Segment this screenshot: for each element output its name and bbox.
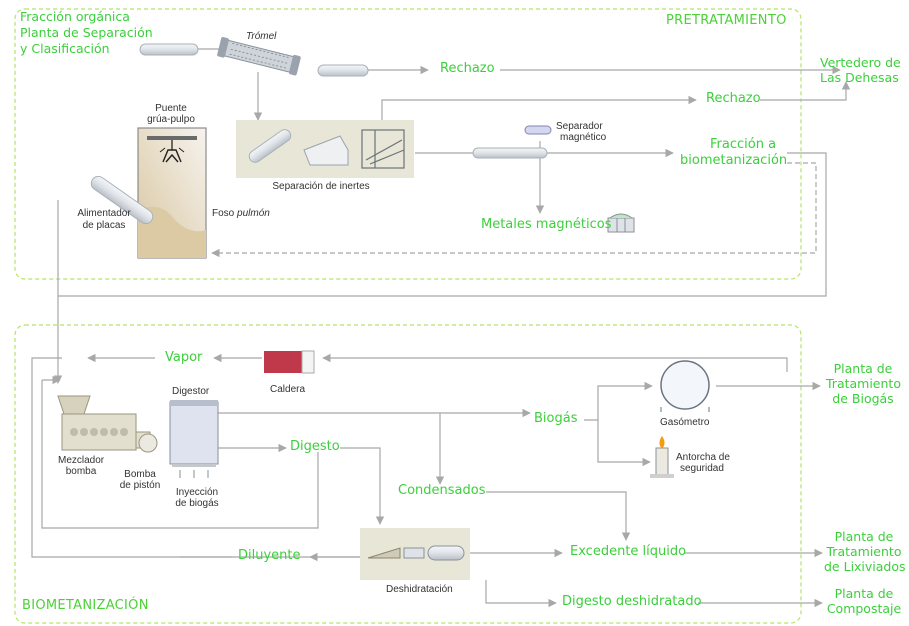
inert-separation-box <box>236 120 414 178</box>
pit-label: Foso pulmón <box>212 208 270 220</box>
buffer-pit <box>137 127 207 259</box>
fraction-label-line1: Fracción a <box>710 137 777 152</box>
gasometer-shape <box>660 360 710 412</box>
biogas-plant-label-line3: de Biogás <box>832 391 894 406</box>
boiler-shape <box>264 350 315 374</box>
trommel-drum <box>139 37 369 77</box>
leachate-plant-label-line1: Planta de <box>834 529 894 544</box>
dewatering-box <box>360 528 470 580</box>
biogas-label: Biogás <box>534 411 578 426</box>
compost-plant-label-line2: Compostaje <box>826 601 902 616</box>
injection-label-line2: de biogás <box>175 498 219 509</box>
crane-label-line1: Puente <box>155 103 187 114</box>
piston-pump-label-line2: de pistón <box>119 480 161 491</box>
magnetic-separator-label-line1: Separador <box>556 121 603 132</box>
metals-container <box>607 213 635 233</box>
magnetic-separator-label-line2: magnético <box>560 132 607 143</box>
fraction-label-line2: biometanización <box>680 153 788 168</box>
mixer-label-line2: bomba <box>65 466 97 477</box>
mixer-pump-shape <box>57 395 158 453</box>
landfill-label-line1: Vertedero de <box>820 55 901 70</box>
diluent-label: Diluyente <box>238 548 301 563</box>
piston-pump-label-line1: Bomba <box>124 469 156 480</box>
landfill-label-line2: Las Dehesas <box>820 70 899 85</box>
magnetic-separator-shape <box>472 125 552 159</box>
feeder-label-line2: de placas <box>82 220 126 231</box>
biomethanization-section-title: BIOMETANIZACIÓN <box>22 598 149 613</box>
pretreatment-frame <box>14 8 802 280</box>
reject-label-2: Rechazo <box>706 91 761 106</box>
reject-label-1: Rechazo <box>440 61 495 76</box>
injection-label-line1: Inyección <box>175 487 219 498</box>
dewatered-digestate-label: Digesto deshidratado <box>562 594 702 609</box>
inert-separation-label: Separación de inertes <box>272 181 370 192</box>
leachate-plant-label-line2: Tratamiento <box>826 544 902 559</box>
digester-label: Digestor <box>172 386 210 397</box>
trommel-label: Trómel <box>246 31 277 42</box>
excess-liquid-label: Excedente líquido <box>570 544 687 559</box>
metals-label: Metales magnéticos <box>481 217 612 232</box>
crane-label-line2: grúa-pulpo <box>147 114 195 125</box>
biogas-plant-label-line1: Planta de <box>833 361 893 376</box>
pretreatment-section-title: PRETRATAMIENTO <box>666 13 787 28</box>
feeder-label-line1: Alimentador <box>77 208 131 219</box>
biogas-plant-label-line2: Tratamiento <box>826 376 901 391</box>
dewatering-label: Deshidratación <box>386 584 453 595</box>
torch-label-line2: seguridad <box>680 463 724 474</box>
pit-label-italic: pulmón <box>237 208 270 219</box>
input-label-line3: y Clasificación <box>20 41 110 56</box>
digester-shape <box>169 400 219 478</box>
input-label-line2: Planta de Separación <box>20 25 153 40</box>
input-label-line1: Fracción orgánica <box>20 9 130 24</box>
leachate-plant-label-line3: de Lixiviados <box>824 559 906 574</box>
pit-label-word: Foso <box>212 208 235 219</box>
gasometer-label: Gasómetro <box>660 417 710 428</box>
mixer-label-line1: Mezclador <box>58 455 105 466</box>
torch-shape <box>650 436 674 478</box>
digestate-label: Digesto <box>290 439 340 454</box>
steam-label: Vapor <box>165 350 203 365</box>
boiler-label: Caldera <box>270 384 306 395</box>
plate-feeder-shape <box>90 175 154 225</box>
biomethanization-frame <box>14 324 802 624</box>
compost-plant-label-line1: Planta de <box>834 586 894 601</box>
condensates-label: Condensados <box>398 483 486 498</box>
torch-label-line1: Antorcha de <box>676 452 730 463</box>
